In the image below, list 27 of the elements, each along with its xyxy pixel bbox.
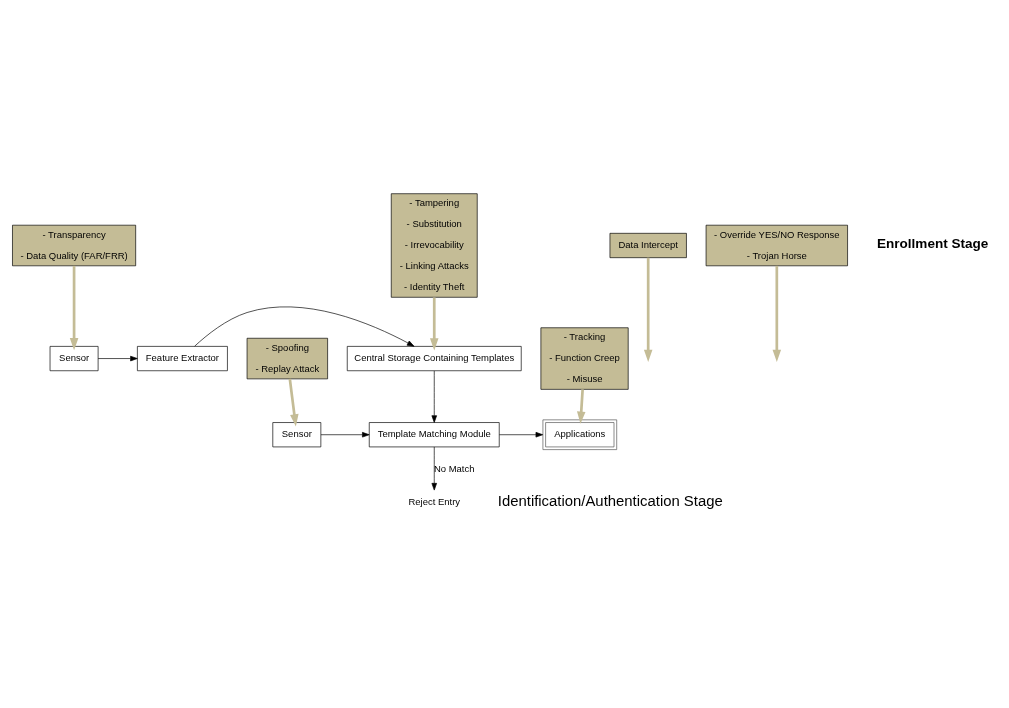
arrow bbox=[643, 257, 652, 362]
node-box: Central Storage Containing Templates bbox=[346, 345, 522, 371]
arrow bbox=[69, 265, 78, 350]
arrow bbox=[193, 306, 414, 347]
edge-label: No Match bbox=[433, 462, 474, 474]
arrow bbox=[429, 296, 439, 350]
node-text: Reject Entry bbox=[407, 495, 460, 507]
arrow bbox=[431, 370, 437, 423]
node-box: Feature Extractor bbox=[136, 345, 228, 371]
node-box: - Tracking - Function Creep - Misuse bbox=[540, 326, 629, 390]
arrow bbox=[320, 431, 370, 437]
node-box: Sensor bbox=[271, 421, 321, 447]
arrow bbox=[288, 378, 299, 427]
arrow bbox=[431, 446, 437, 490]
arrow bbox=[576, 388, 585, 424]
node-box: - Spoofing - Replay Attack bbox=[246, 337, 328, 379]
node-box: - Transparency - Data Quality (FAR/FRR) bbox=[11, 224, 136, 266]
label: Identification/Authentication Stage bbox=[497, 492, 723, 509]
arrow bbox=[772, 265, 781, 362]
node-box: Data Intercept bbox=[609, 232, 687, 258]
node-box: - Tampering - Substitution - Irrevocability - Linking Attacks - Identity Theft bbox=[390, 192, 478, 298]
arrow bbox=[498, 431, 543, 437]
node-box: - Override YES/NO Response - Trojan Horse bbox=[705, 224, 848, 266]
arrow bbox=[97, 355, 138, 361]
node-box: Template Matching Module bbox=[368, 421, 500, 447]
label: Enrollment Stage bbox=[876, 235, 988, 251]
node-box: Sensor bbox=[49, 345, 98, 371]
